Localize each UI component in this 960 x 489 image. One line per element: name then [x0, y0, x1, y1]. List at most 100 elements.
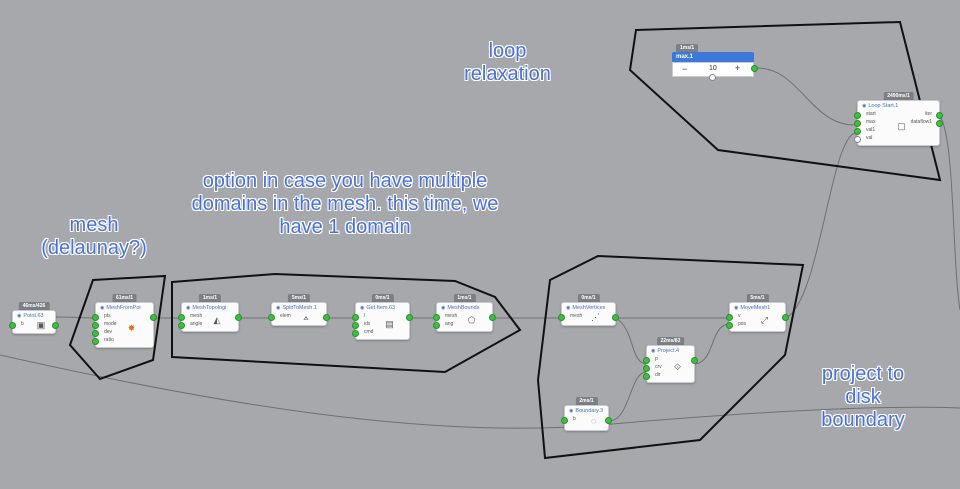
output-port[interactable]: [52, 322, 59, 329]
input-port[interactable]: [854, 120, 861, 127]
wire-vertices-to-project: [615, 317, 647, 365]
output-port[interactable]: [406, 314, 413, 321]
preview-eye-icon[interactable]: ◉: [862, 103, 867, 109]
increment-button[interactable]: +: [735, 63, 741, 73]
preview-eye-icon[interactable]: ◉: [441, 305, 446, 311]
preview-eye-icon[interactable]: ◉: [17, 313, 22, 319]
input-port[interactable]: [92, 322, 99, 329]
output-port[interactable]: [936, 120, 943, 127]
preview-eye-icon[interactable]: ◉: [100, 305, 105, 311]
node-title-text: Point.63: [23, 313, 44, 319]
input-port-label: pts: [104, 313, 111, 319]
wire-right-edge: [939, 115, 960, 311]
input-port[interactable]: [352, 330, 359, 337]
input-port-label: b: [21, 321, 24, 327]
output-port[interactable]: [751, 65, 758, 72]
wires: [0, 67, 960, 429]
input-port[interactable]: [352, 322, 359, 329]
input-port[interactable]: [854, 128, 861, 135]
input-port-label: mode: [104, 321, 117, 327]
input-port[interactable]: [561, 417, 568, 424]
group-hulls: [68, 20, 942, 460]
slider-handle[interactable]: [709, 74, 716, 81]
output-port[interactable]: [605, 417, 612, 424]
input-port[interactable]: [854, 112, 861, 119]
preview-eye-icon[interactable]: ◉: [734, 305, 739, 311]
preview-eye-icon[interactable]: ◉: [651, 348, 656, 354]
output-port-label: iter: [925, 111, 932, 117]
input-port[interactable]: [92, 338, 99, 345]
output-port[interactable]: [150, 314, 157, 321]
preview-eye-icon[interactable]: ◉: [360, 305, 365, 311]
output-port[interactable]: [323, 314, 330, 321]
note-multiple-domains: option in case you have multiple domains…: [191, 170, 499, 238]
node-title: ◉MeshFromPoi: [100, 305, 141, 311]
node-title-text: Get Item.63: [366, 305, 396, 311]
input-port[interactable]: [92, 314, 99, 321]
input-port[interactable]: [643, 365, 650, 372]
node-title-text: MeshTopologi: [192, 305, 227, 311]
input-port[interactable]: [178, 314, 185, 321]
preview-eye-icon[interactable]: ◉: [186, 305, 191, 311]
output-port[interactable]: [235, 314, 242, 321]
preview-eye-icon[interactable]: ◉: [569, 408, 574, 414]
input-port[interactable]: [643, 373, 650, 380]
decrement-button[interactable]: −: [682, 64, 688, 74]
input-port-label: val: [866, 135, 873, 141]
preview-eye-icon[interactable]: ◉: [566, 305, 571, 311]
input-port[interactable]: [643, 357, 650, 364]
wire-point-to-meshfrompoints: [55, 316, 96, 319]
slider-value[interactable]: 10: [709, 65, 717, 72]
input-port[interactable]: [726, 314, 733, 321]
input-port-label: ratio: [104, 337, 114, 343]
wire-loop-to-move: [785, 132, 856, 319]
input-port[interactable]: [92, 330, 99, 337]
preview-eye-icon[interactable]: ◉: [276, 305, 281, 311]
move-icon: ⤢: [760, 315, 769, 325]
output-port[interactable]: [489, 314, 496, 321]
input-port[interactable]: [433, 314, 440, 321]
output-port[interactable]: [782, 314, 789, 321]
input-port[interactable]: [9, 322, 16, 329]
input-port[interactable]: [558, 314, 565, 321]
input-port[interactable]: [433, 322, 440, 329]
node-title-text: MeshBounds: [447, 305, 480, 311]
output-port[interactable]: [691, 357, 698, 364]
output-port[interactable]: [612, 314, 619, 321]
input-port[interactable]: [268, 314, 275, 321]
input-port[interactable]: [352, 314, 359, 321]
input-port-label: start: [866, 111, 876, 117]
node-title: ◉Project.4: [651, 348, 679, 354]
input-port[interactable]: [178, 322, 185, 329]
node-title: ◉Point.63: [17, 313, 44, 319]
input-port-label: l: [364, 313, 366, 319]
output-port[interactable]: [936, 112, 943, 119]
input-port[interactable]: [726, 322, 733, 329]
slider-max[interactable]: 1ms/1 max.1 − 10 +: [672, 44, 758, 81]
node-timing: 0ms/1: [371, 294, 394, 302]
input-port[interactable]: [854, 136, 861, 143]
